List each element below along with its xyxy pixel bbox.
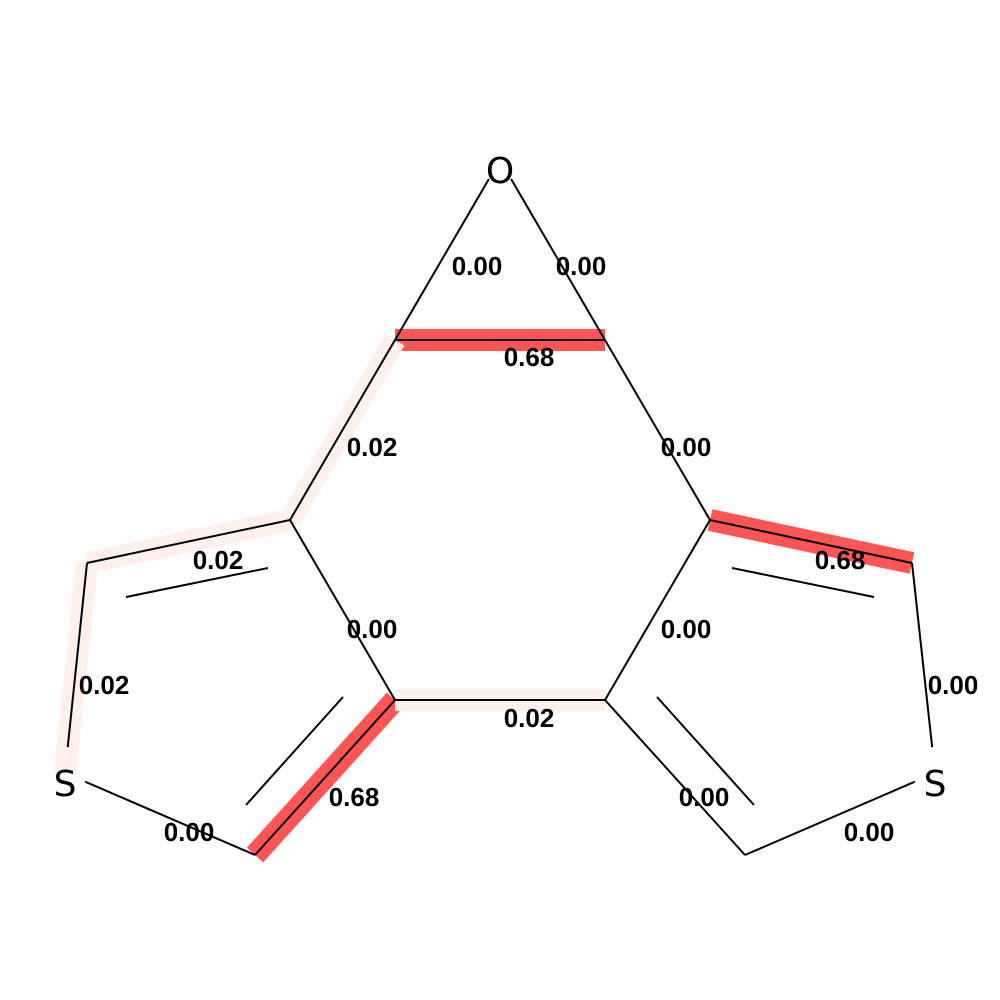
bond-weight-label: 0.02 (347, 432, 398, 462)
bond-weight-label: 0.00 (928, 670, 979, 700)
bond-inner-C6-C7 (245, 696, 344, 806)
bond-weight-label: 0.00 (844, 817, 895, 847)
bond-inner-C4-C9 (731, 567, 875, 598)
bond-C2-C4 (604, 339, 711, 521)
bond-weight-label: 0.00 (452, 251, 503, 281)
bond-S2-C10 (744, 780, 916, 856)
bond-C8-C10 (604, 699, 746, 856)
bond-weight-label: 0.68 (815, 545, 866, 575)
bond-weight-label: 0.00 (661, 614, 712, 644)
bond-weight-label: 0.00 (556, 251, 607, 281)
atom-label-s1: S (54, 764, 77, 805)
bond-C5-S1 (66, 562, 88, 748)
bond-inner-C3-C5 (125, 567, 269, 598)
bond-weight-label: 0.00 (347, 614, 398, 644)
bond-weight-label: 0.00 (661, 432, 712, 462)
bond-C1-C3 (289, 339, 396, 521)
bond-weight-label: 0.00 (164, 817, 215, 847)
bond-weight-label: 0.68 (329, 782, 380, 812)
bond-inner-C8-C10 (656, 696, 755, 806)
bond-C9-S2 (911, 562, 934, 748)
bond-weight-label: 0.00 (679, 782, 730, 812)
atom-labels: O S S (54, 151, 947, 805)
bond-O1-C2 (510, 178, 606, 341)
bond-lines (66, 178, 934, 856)
bond-weight-label: 0.68 (504, 342, 555, 372)
atom-label-s2: S (924, 764, 947, 805)
bond-S1-C6 (84, 780, 256, 856)
bond-weight-label: 0.02 (504, 703, 555, 733)
bond-highlights (54, 329, 915, 863)
bond-weight-label: 0.02 (79, 670, 130, 700)
bond-C4-C9 (709, 519, 913, 564)
bond-weight-label: 0.02 (193, 545, 244, 575)
bond-C3-C5 (86, 519, 291, 564)
bond-O1-C1 (394, 178, 490, 341)
bond-weight-labels: 0.00 0.00 0.68 0.02 0.00 0.02 0.02 0.00 0.68 0.00… (79, 251, 979, 847)
bond-C4-C8 (604, 519, 711, 701)
atom-label-o1: O (486, 151, 514, 192)
bond-C6-C7 (254, 699, 396, 856)
bond-C3-C7 (289, 519, 396, 701)
